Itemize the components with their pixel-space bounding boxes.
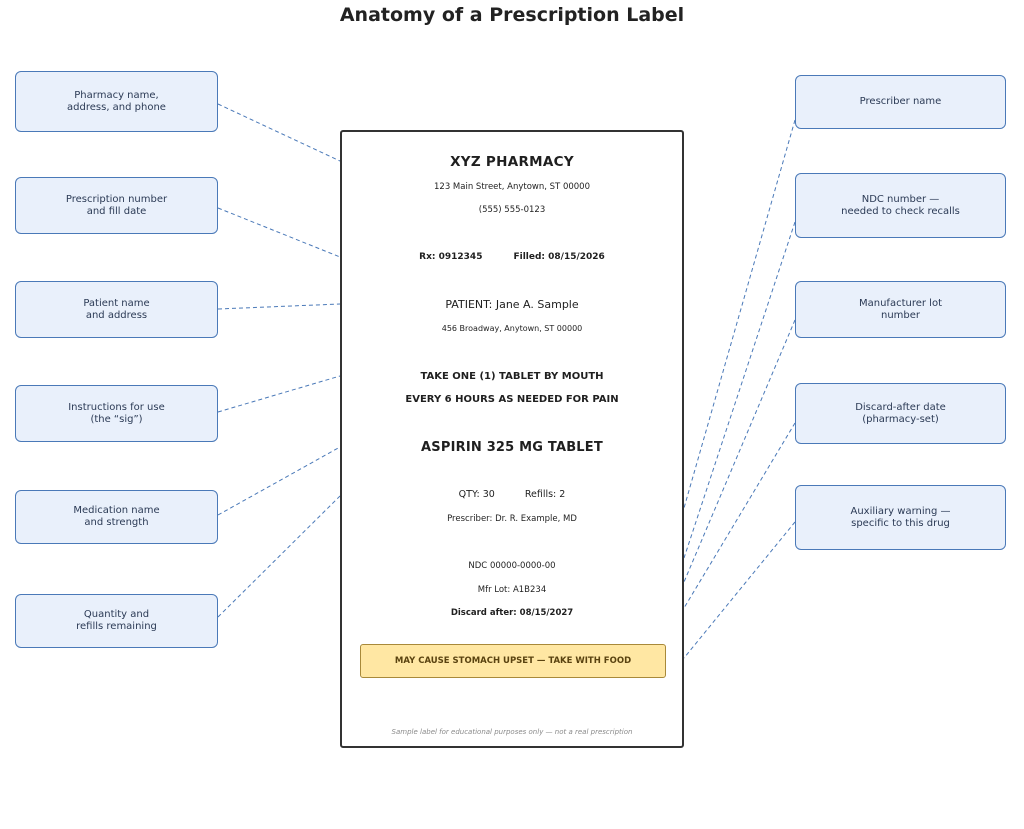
callout-prescriber: Prescriber name <box>795 75 1006 129</box>
pharmacy-address: 123 Main Street, Anytown, ST 00000 <box>434 182 590 192</box>
patient-name: PATIENT: Jane A. Sample <box>445 298 579 311</box>
pharmacy-name: XYZ PHARMACY <box>450 154 574 170</box>
connector-medication <box>217 446 341 516</box>
connector-sig <box>217 375 341 413</box>
prescription-label: XYZ PHARMACY 123 Main Street, Anytown, S… <box>340 130 684 748</box>
callout-patient: Patient name and address <box>15 281 218 338</box>
connector-discard <box>683 422 796 609</box>
connector-warning <box>683 521 796 659</box>
callout-quantity: Quantity and refills remaining <box>15 594 218 648</box>
rx-line: Rx: 0912345 Filled: 08/15/2026 <box>342 252 682 262</box>
quantity-line: QTY: 30 Refills: 2 <box>342 489 682 500</box>
callout-rx-number: Prescription number and fill date <box>15 177 218 234</box>
rx-number: Rx: 0912345 <box>419 252 483 262</box>
callout-ndc: NDC number — needed to check recalls <box>795 173 1006 238</box>
auxiliary-warning: MAY CAUSE STOMACH UPSET — TAKE WITH FOOD <box>360 644 666 678</box>
sig-line-2: EVERY 6 HOURS AS NEEDED FOR PAIN <box>405 394 619 405</box>
footnote: Sample label for educational purposes on… <box>391 728 633 736</box>
connector-ndc <box>683 221 796 559</box>
connector-lot <box>683 319 796 583</box>
connector-quantity <box>217 495 341 618</box>
refills: Refills: 2 <box>524 489 566 500</box>
connector-pharmacy <box>217 103 341 162</box>
callout-warning: Auxiliary warning — specific to this dru… <box>795 485 1006 550</box>
connector-prescriber <box>683 119 796 509</box>
patient-address: 456 Broadway, Anytown, ST 00000 <box>441 324 583 333</box>
callout-sig: Instructions for use (the “sig”) <box>15 385 218 442</box>
connector-patient <box>217 303 341 310</box>
diagram-title: Anatomy of a Prescription Label <box>339 4 685 26</box>
discard-after-date: Discard after: 08/15/2027 <box>450 608 574 618</box>
lot-number: Mfr Lot: A1B234 <box>477 585 547 595</box>
quantity: QTY: 30 <box>458 489 495 500</box>
callout-pharmacy: Pharmacy name, address, and phone <box>15 71 218 132</box>
sig-line-1: TAKE ONE (1) TABLET BY MOUTH <box>420 371 604 382</box>
callout-discard: Discard-after date (pharmacy-set) <box>795 383 1006 444</box>
prescriber-name: Prescriber: Dr. R. Example, MD <box>447 514 577 524</box>
medication-name: ASPIRIN 325 MG TABLET <box>421 440 603 455</box>
fill-date: Filled: 08/15/2026 <box>513 252 605 262</box>
callout-lot: Manufacturer lot number <box>795 281 1006 338</box>
callout-medication: Medication name and strength <box>15 490 218 544</box>
pharmacy-phone: (555) 555-0123 <box>478 205 546 215</box>
connector-rx-number <box>217 207 341 258</box>
ndc-number: NDC 00000-0000-00 <box>468 561 556 571</box>
